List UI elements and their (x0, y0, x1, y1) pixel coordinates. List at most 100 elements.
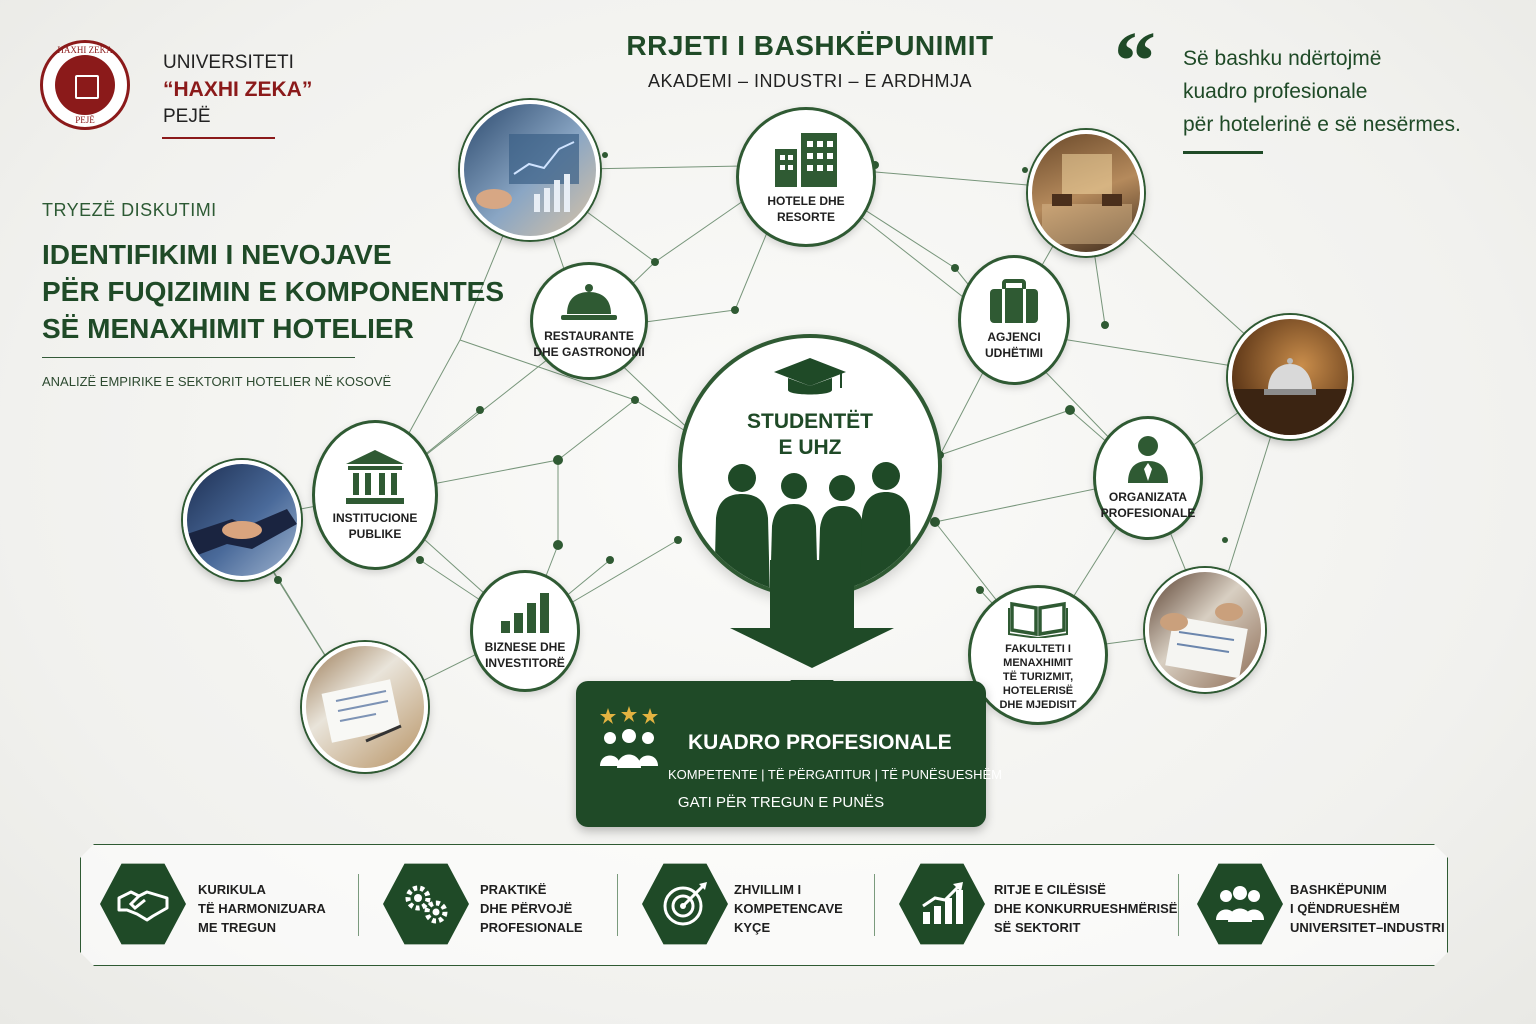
service-bell-photo (1228, 315, 1352, 439)
node-label-line: ORGANIZATA (1108, 490, 1188, 504)
benefit-line: ME TREGUN (198, 920, 276, 935)
quote-line: për hotelerinë e së nesërmes. (1183, 113, 1461, 136)
event-title-line: SË MENAXHIMIT HOTELIER (42, 313, 414, 344)
event-title: IDENTIFIKIMI I NEVOJAVE PËR FUQIZIMIN E … (42, 236, 505, 347)
node-label-line: BIZNESE DHE (484, 640, 566, 654)
node-label-line: INSTITUCIONE (332, 511, 418, 525)
university-seal-logo: HAXHI ZEKA PEJË (40, 40, 130, 130)
seal-bottom-text: PEJË (75, 115, 95, 125)
node-label-line: INVESTITORË (485, 656, 565, 670)
benefit-line: UNIVERSITET–INDUSTRI (1290, 920, 1445, 935)
center-title-line1: STUDENTËT (747, 410, 873, 433)
benefit-hex (100, 863, 186, 945)
suitcase-icon (990, 279, 1038, 323)
documents-photo (302, 642, 428, 772)
node-label: AGJENCI UDHËTIMI (985, 329, 1043, 361)
institution-icon (346, 450, 404, 504)
university-name-line3: PEJË (163, 106, 211, 127)
benefit-line: TË HARMONIZUARA (198, 901, 326, 916)
kuadro-title: KUADRO PROFESIONALE (688, 731, 952, 754)
book-icon (75, 75, 99, 99)
handshake-icon (117, 890, 169, 922)
event-title-line: PËR FUQIZIMIN E KOMPONENTES (42, 276, 505, 307)
node-label-line: AGJENCI (987, 330, 1041, 344)
benefit-line: BASHKËPUNIM (1290, 882, 1387, 897)
center-students: STUDENTËT E UHZ (678, 334, 942, 598)
node-label-line: RESTAURANTE (544, 329, 634, 343)
network-subtitle: AKADEMI – INDUSTRI – E ARDHMJA (647, 71, 973, 91)
node-public: INSTITUCIONE PUBLIKE (312, 420, 438, 570)
benefit-text: PRAKTIKË DHE PËRVOJË PROFESIONALE (480, 880, 583, 937)
node-hotels: HOTELE DHE RESORTE (736, 107, 876, 247)
group-icon (1216, 886, 1264, 922)
open-book-icon (1008, 601, 1068, 638)
benefit-line: RITJE E CILËSISË (994, 882, 1106, 897)
node-orgs: ORGANIZATA PROFESIONALE (1093, 416, 1203, 540)
node-business: BIZNESE DHE INVESTITORË (470, 570, 580, 692)
benefit-line: PRAKTIKË (480, 882, 547, 897)
event-subtitle: ANALIZË EMPIRIKE E SEKTORIT HOTELIER NË … (42, 374, 392, 389)
benefit-hex (1197, 863, 1283, 945)
benefit-line: ZHVILLIM I (734, 882, 802, 897)
node-label-line: TË TURIZMIT, HOTELERISË (1002, 671, 1074, 697)
analytics-photo (460, 100, 600, 240)
quote-underline (1183, 151, 1263, 154)
graduation-cap-icon (774, 358, 846, 395)
center-title-line2: E UHZ (778, 436, 842, 459)
target-icon (663, 882, 707, 926)
event-title-line: IDENTIFIKIMI I NEVOJAVE (42, 239, 392, 270)
benefit-line: PROFESIONALE (480, 920, 583, 935)
node-label: HOTELE DHE RESORTE (767, 193, 844, 225)
network-title: RRJETI I BASHKËPUNIMIT (626, 30, 994, 61)
node-label-line: RESORTE (776, 210, 835, 224)
node-label-line: PUBLIKE (348, 527, 402, 541)
kuadro-ready: GATI PËR TREGUN E PUNËS (677, 794, 885, 811)
students-silhouette-icon (714, 462, 912, 594)
kuadro-qualities: KOMPETENTE | TË PËRGATITUR | TË PUNËSUES… (668, 767, 1002, 782)
node-label-line: DHE MJEDISIT (999, 699, 1077, 711)
person-tie-icon (1128, 436, 1168, 483)
benefit-text: KURIKULA TË HARMONIZUARA ME TREGUN (198, 880, 326, 937)
benefit-line: I QËNDRUESHËM (1290, 901, 1400, 916)
benefit-line: SË SEKTORIT (994, 920, 1081, 935)
down-arrow-icon (730, 560, 894, 698)
benefit-line: KURIKULA (198, 882, 266, 897)
benefit-line: DHE PËRVOJË (480, 901, 573, 916)
node-agencies: AGJENCI UDHËTIMI (958, 255, 1070, 385)
benefit-separator (1178, 874, 1179, 936)
benefit-separator (617, 874, 618, 936)
quote-line: Së bashku ndërtojmë (1183, 47, 1382, 70)
title-divider (42, 357, 355, 358)
meeting-photo (1145, 568, 1265, 692)
growth-chart-icon (922, 882, 963, 924)
node-label-line: FAKULTETI I MENAXHIMIT (1003, 643, 1073, 669)
event-kicker: TRYEZË DISKUTIMI (42, 200, 217, 220)
benefit-text: RITJE E CILËSISË DHE KONKURRUESHMËRISË SË … (994, 880, 1177, 937)
benefit-line: KOMPETENCAVE (734, 901, 843, 916)
seal-inner (55, 55, 115, 115)
node-label: ORGANIZATA PROFESIONALE (1101, 489, 1196, 521)
benefit-line: DHE KONKURRUESHMËRISË (994, 901, 1178, 916)
node-label-line: UDHËTIMI (985, 346, 1043, 360)
kuadro-box (576, 681, 986, 827)
university-name-line2: “HAXHI ZEKA” (163, 78, 313, 101)
quote-text: Së bashku ndërtojmë kuadro profesionale … (1183, 42, 1461, 141)
cloche-icon (561, 284, 617, 320)
node-label-line: HOTELE DHE (767, 194, 845, 208)
handshake-photo (183, 460, 301, 580)
seal-top-text: HAXHI ZEKA (57, 45, 113, 55)
quote-line: kuadro profesionale (1183, 80, 1368, 103)
university-name-line1: UNIVERSITETI (163, 52, 294, 73)
team-stars-icon (600, 706, 658, 768)
building-icon (775, 133, 837, 187)
benefit-separator (874, 874, 875, 936)
node-label-line: PROFESIONALE (1100, 506, 1196, 520)
node-label: BIZNESE DHE INVESTITORË (485, 639, 566, 671)
benefit-text: BASHKËPUNIM I QËNDRUESHËM UNIVERSITET–INDU… (1290, 880, 1445, 937)
bar-chart-icon (501, 593, 549, 633)
university-underline (162, 137, 275, 139)
